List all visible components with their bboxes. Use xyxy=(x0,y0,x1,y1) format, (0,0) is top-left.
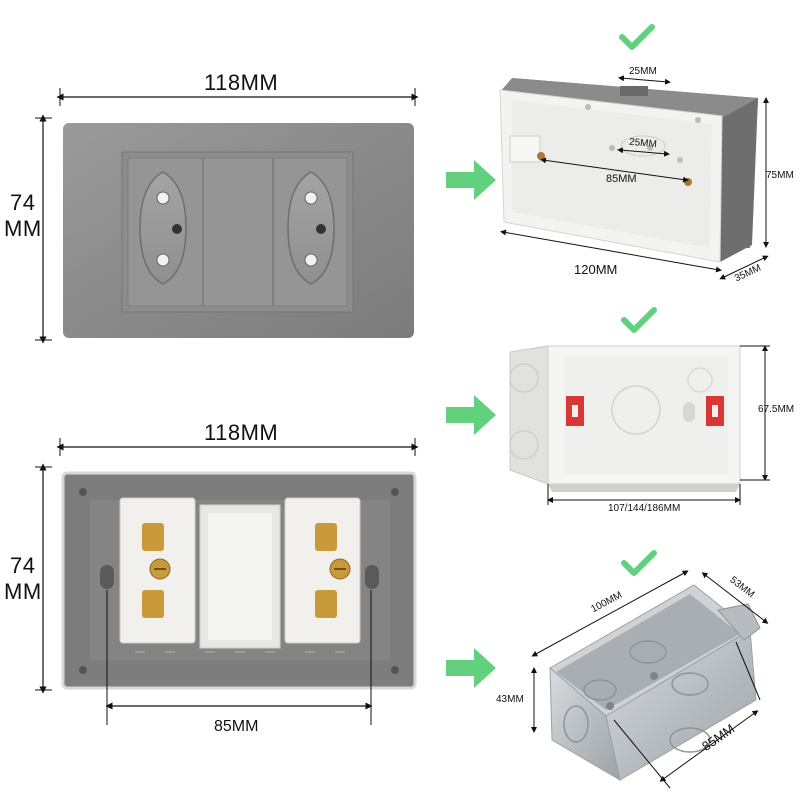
front-panel-width-label: 118MM xyxy=(204,70,279,95)
arrow-right-icon xyxy=(446,160,496,200)
plastic-wall-box xyxy=(499,78,758,263)
back-panel-height-dimension xyxy=(35,463,52,694)
socket-outlet-icon xyxy=(287,171,335,285)
modular-box-width-dimension xyxy=(547,484,741,505)
socket-outlet-icon xyxy=(139,171,187,285)
front-panel-height-dimension xyxy=(35,114,52,344)
back-panel-height-label-unit: MM xyxy=(4,579,42,604)
socket-module-left xyxy=(119,497,196,644)
plastic-box-screw-spacing-label: 85MM xyxy=(606,173,637,185)
back-panel xyxy=(61,471,417,690)
plastic-box-top-slot-label: 25MM xyxy=(629,66,657,77)
modular-box-width-label: 107/144/186MM xyxy=(608,503,681,514)
plastic-box-width-label: 120MM xyxy=(574,262,618,277)
arrow-right-icon xyxy=(446,395,496,435)
plastic-box-screw-dimension xyxy=(540,157,689,183)
back-panel-width-label: 118MM xyxy=(204,420,279,445)
front-panel-width-dimension xyxy=(56,88,419,106)
check-icon xyxy=(621,307,657,333)
plastic-box-depth-dimension xyxy=(719,255,769,280)
check-icon xyxy=(621,550,657,576)
check-icon xyxy=(619,24,655,50)
modular-wall-box xyxy=(509,345,741,492)
socket-module-right xyxy=(284,497,361,644)
modular-box-height-dimension xyxy=(740,345,770,481)
metal-box-depth-dimension xyxy=(701,572,769,624)
metal-box-screw-dimension xyxy=(613,641,761,789)
front-panel-height-label-number: 74 xyxy=(10,190,36,215)
back-panel-screw-spacing-label: 85MM xyxy=(214,718,259,735)
plastic-box-inner-slot-label: 25MM xyxy=(628,136,658,151)
metal-wall-box xyxy=(549,584,761,782)
plastic-box-height-label: 75MM xyxy=(766,170,794,181)
metal-box-width-dimension xyxy=(531,570,689,657)
metal-box-height-label: 43MM xyxy=(496,694,524,705)
plastic-box-inner-slot-dimension xyxy=(617,147,670,157)
plastic-box-top-slot-dimension xyxy=(618,75,671,85)
front-panel-height-label-unit: MM xyxy=(4,216,42,241)
arrow-right-icon xyxy=(446,648,496,688)
front-panel xyxy=(63,123,414,338)
back-panel-height-label-number: 74 xyxy=(10,553,36,578)
modular-box-height-label: 67.5MM xyxy=(758,404,795,415)
back-panel-width-dimension xyxy=(56,438,419,456)
plastic-box-width-dimension xyxy=(500,229,722,273)
back-panel-screw-spacing-dimension xyxy=(105,590,373,725)
